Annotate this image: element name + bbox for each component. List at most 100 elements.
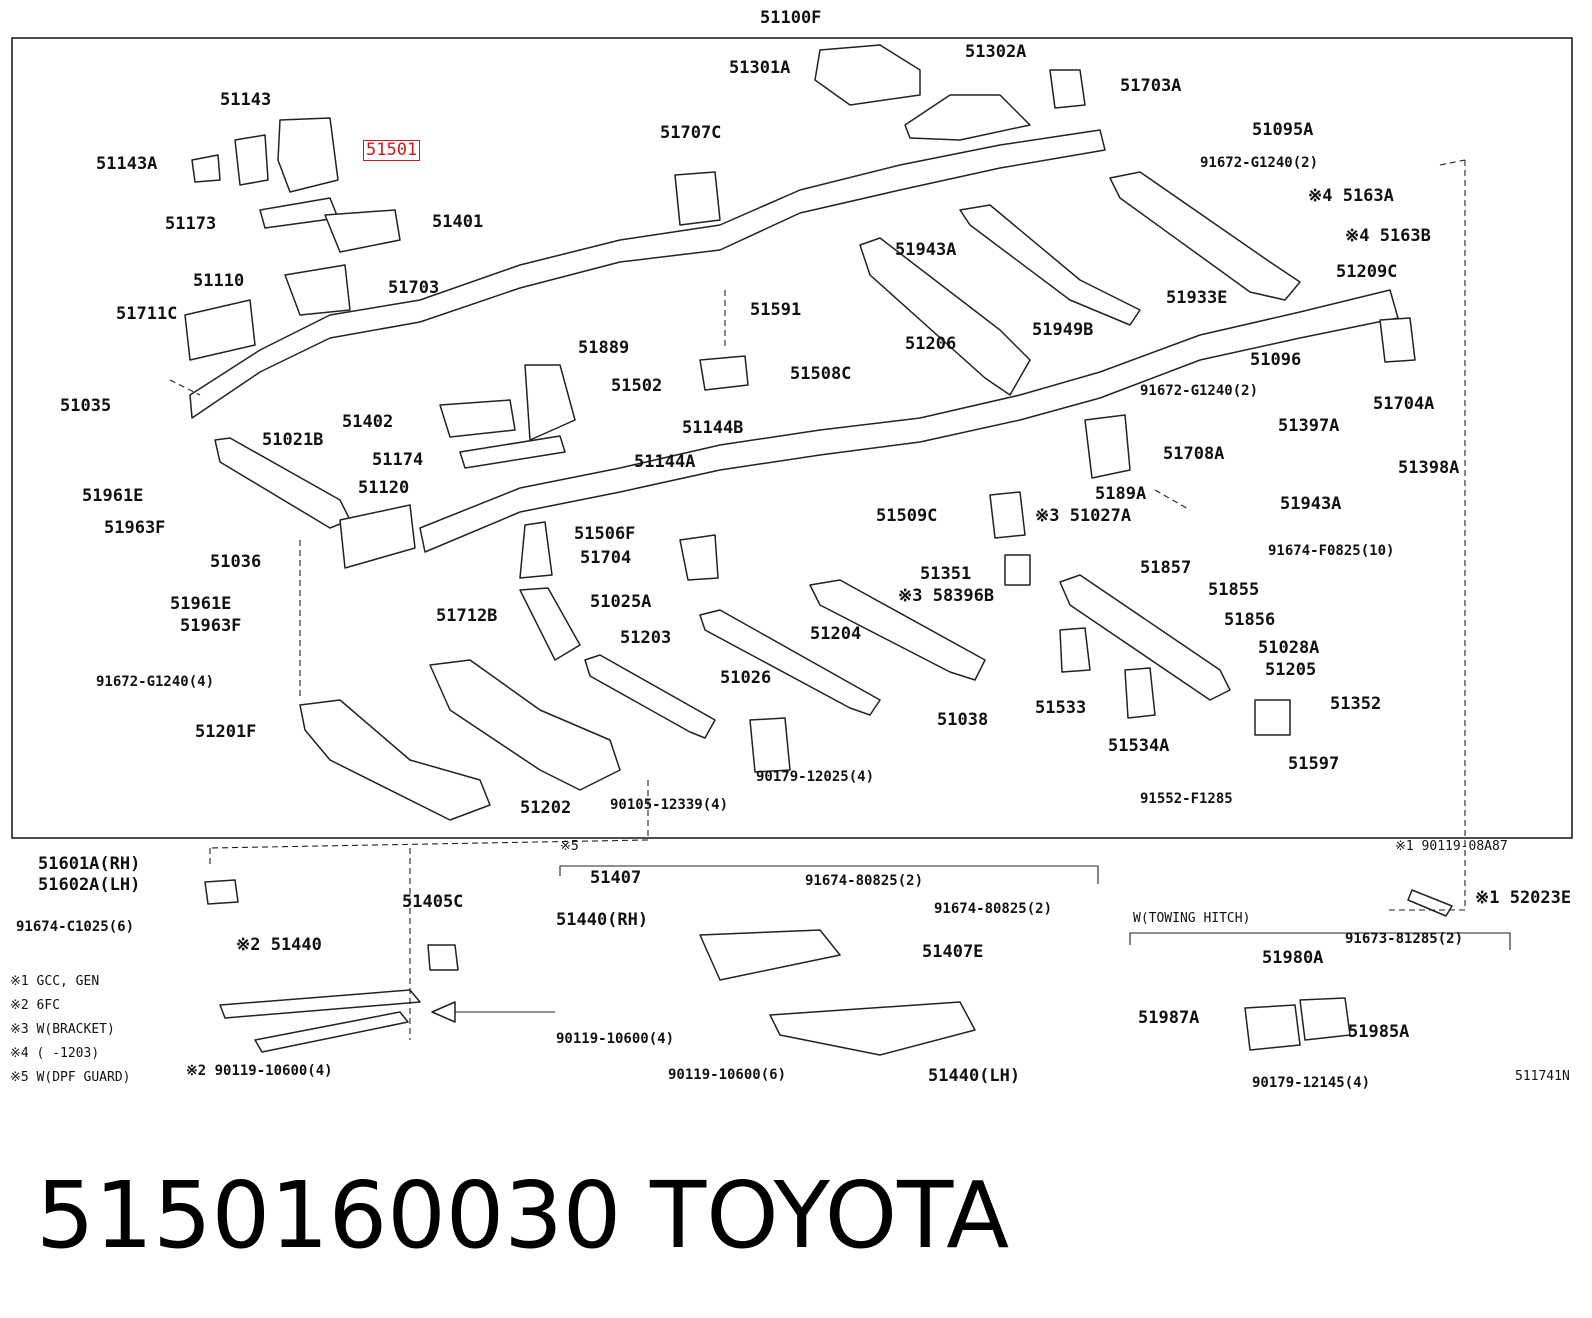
part-51704a — [1379, 317, 1416, 363]
callout: 51591 — [750, 300, 802, 320]
part-51987a — [1244, 1004, 1301, 1051]
part-51440-rh — [699, 929, 841, 981]
callout: ※1 90119-08A87 — [1395, 839, 1508, 854]
part-51707c — [674, 171, 721, 226]
callout: 51026 — [720, 668, 772, 688]
callout: 51038 — [937, 710, 989, 730]
callout: 51943A — [895, 240, 957, 260]
footnote: ※4 ( -1203) — [10, 1046, 100, 1061]
callout: 51963F — [104, 518, 166, 538]
callout: 51707C — [660, 123, 722, 143]
part-51703 — [284, 264, 351, 316]
part-51534a — [1124, 667, 1156, 719]
part-51708a — [1084, 414, 1131, 479]
callout: 90179-12145(4) — [1252, 1075, 1371, 1091]
callout: 51889 — [578, 338, 630, 358]
callout: 51985A — [1348, 1022, 1410, 1042]
callout: 51206 — [905, 334, 957, 354]
callout: 91672-G1240(2) — [1140, 383, 1259, 399]
part-51533 — [1059, 627, 1091, 673]
callout: 91673-81285(2) — [1345, 931, 1464, 947]
part-51704 — [679, 534, 719, 581]
left-frame-rail — [189, 129, 1106, 419]
callout: 51509C — [876, 506, 938, 526]
callout: 51601A(RH) — [38, 854, 141, 874]
callout: 51712B — [436, 606, 498, 626]
callout: 51202 — [520, 798, 572, 818]
callout: 51943A — [1280, 494, 1342, 514]
callout: 90105-12339(4) — [610, 797, 729, 813]
callout: 51398A — [1398, 458, 1460, 478]
part-51601a — [204, 879, 239, 905]
callout: 51021B — [262, 430, 324, 450]
callout: 51144A — [634, 452, 696, 472]
part-51026 — [749, 717, 791, 773]
footnote: ※2 6FC — [10, 998, 61, 1013]
callout: ※3 51027A — [1035, 506, 1132, 526]
callout: ※2 51440 — [236, 935, 322, 955]
part-51173 — [259, 197, 339, 229]
callout: 51302A — [965, 42, 1027, 62]
callout: 51025A — [590, 592, 652, 612]
callout: 51407 — [590, 868, 642, 888]
callout: 90119-10600(4) — [556, 1031, 675, 1047]
callout: 51987A — [1138, 1008, 1200, 1028]
part-51506f — [519, 521, 553, 579]
callout: 51035 — [60, 396, 112, 416]
callout: 51963F — [180, 616, 242, 636]
callout: 51508C — [790, 364, 852, 384]
part-51401 — [324, 209, 401, 253]
part-52023e — [1407, 889, 1453, 917]
part-51440-6fc-front — [219, 989, 421, 1019]
part-51301a — [814, 44, 921, 106]
figure-code: 511741N — [1515, 1069, 1570, 1084]
part-51352 — [1254, 699, 1291, 736]
callout: 51440(LH) — [928, 1066, 1021, 1086]
callout: 51506F — [574, 524, 636, 544]
callout: 51704A — [1373, 394, 1435, 414]
part-51508c — [699, 355, 749, 391]
callout: 51703A — [1120, 76, 1182, 96]
callout: 51209C — [1336, 262, 1398, 282]
callout: 51201F — [195, 722, 257, 742]
towing-hitch-bracket — [1129, 932, 1511, 950]
footnote: ※3 W(BRACKET) — [10, 1022, 115, 1037]
crossmember-51203 — [584, 654, 716, 739]
callout: 51933E — [1166, 288, 1228, 308]
part-51143a — [191, 154, 221, 183]
callout: 51397A — [1278, 416, 1340, 436]
direction-arrow-head — [431, 1001, 456, 1023]
crossmember-51949b — [959, 204, 1141, 326]
callout: 51407E — [922, 942, 984, 962]
footnote: ※5 W(DPF GUARD) — [10, 1070, 131, 1085]
assembly-label: 51100F — [760, 8, 822, 28]
callout: 51980A — [1262, 948, 1324, 968]
callout: 90179-12025(4) — [756, 769, 875, 785]
callout: 51855 — [1208, 580, 1260, 600]
axle-tube-51205 — [1059, 574, 1231, 701]
callout: 51028A — [1258, 638, 1320, 658]
callout: 91674-80825(2) — [934, 901, 1053, 917]
callout: 51533 — [1035, 698, 1087, 718]
callout: 51440(RH) — [556, 910, 649, 930]
callout: 51352 — [1330, 694, 1382, 714]
dashed-ref-line-7 — [1439, 159, 1466, 166]
callout: 51961E — [82, 486, 144, 506]
callout: ※2 90119-10600(4) — [186, 1063, 333, 1079]
callout: 51405C — [402, 892, 464, 912]
callout: 51036 — [210, 552, 262, 572]
callout: 51144B — [682, 418, 744, 438]
part-51110 — [184, 299, 256, 361]
callout: 51143 — [220, 90, 272, 110]
part-51980a — [1299, 997, 1351, 1041]
part-51501 — [277, 117, 339, 193]
crossmember-51021b — [214, 437, 351, 529]
callout: 51401 — [432, 212, 484, 232]
callout: 91672-G1240(2) — [1200, 155, 1319, 171]
callout: 5189A — [1095, 484, 1147, 504]
dashed-ref-line-3 — [209, 780, 649, 849]
part-51502 — [524, 364, 576, 441]
part-51402 — [439, 399, 516, 438]
